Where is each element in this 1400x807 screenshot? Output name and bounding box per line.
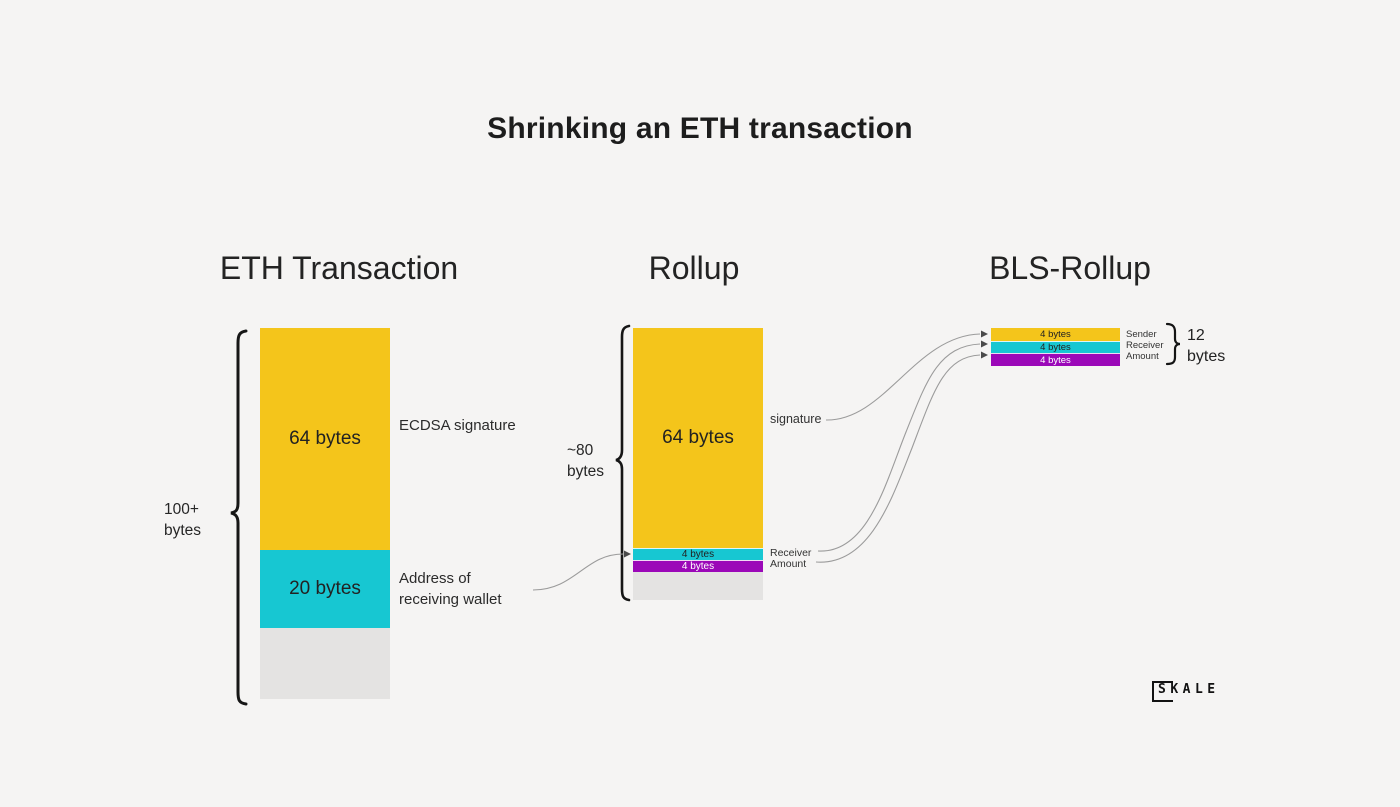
- rollup-amount-label: Amount: [770, 558, 807, 570]
- curve-receiver-to-bls: [817, 343, 981, 552]
- rollup-receiver-label: Receiver: [770, 547, 812, 559]
- eth-transaction-bar: 64 bytes 20 bytes: [260, 328, 390, 699]
- chart-title: Shrinking an ETH transaction: [487, 112, 913, 145]
- column-heading-eth-transaction: ETH Transaction: [219, 250, 459, 286]
- rollup-total-line1: ~80: [567, 442, 594, 459]
- rollup-other-segment: [633, 572, 763, 600]
- eth-total-line1: 100+: [164, 501, 199, 518]
- rollup-bracket-icon: [615, 324, 631, 602]
- rollup-receiver-segment: 4 bytes: [633, 548, 763, 560]
- eth-address-label: Address of receiving wallet: [399, 570, 502, 608]
- arrow-bls-receiver-icon: [981, 340, 988, 348]
- arrow-bls-sender-icon: [981, 330, 988, 338]
- bls-receiver-label: Receiver: [1126, 340, 1164, 351]
- eth-signature-segment: 64 bytes: [260, 328, 390, 550]
- bls-amount-segment: 4 bytes: [991, 353, 1120, 366]
- skale-logo-text: SKALE: [1158, 682, 1220, 697]
- eth-bracket-icon: [230, 329, 248, 706]
- column-heading-rollup: Rollup: [648, 250, 740, 286]
- bls-brace-icon: [1165, 322, 1181, 366]
- bls-total-line2: bytes: [1187, 348, 1226, 365]
- bls-rollup-bar: 4 bytes 4 bytes 4 bytes: [991, 328, 1120, 366]
- bls-total-bytes-label: 12 bytes: [1187, 325, 1225, 367]
- skale-bracket-icon: [1152, 681, 1173, 702]
- eth-total-line2: bytes: [164, 522, 202, 539]
- rollup-signature-label: signature: [770, 412, 822, 426]
- bls-amount-label: Amount: [1126, 351, 1159, 362]
- arrow-rollup-receiver-icon: [624, 550, 631, 558]
- eth-address-segment: 20 bytes: [260, 550, 390, 628]
- curve-signature-to-bls: [825, 333, 981, 421]
- rollup-total-bytes-label: ~80 bytes: [567, 440, 604, 482]
- bls-receiver-segment: 4 bytes: [991, 341, 1120, 353]
- rollup-signature-segment: 64 bytes: [633, 328, 763, 548]
- eth-total-bytes-label: 100+ bytes: [164, 499, 201, 541]
- curve-amount-to-bls: [815, 354, 981, 563]
- arrow-bls-amount-icon: [981, 351, 988, 359]
- eth-other-segment: [260, 628, 390, 699]
- column-heading-bls-rollup: BLS-Rollup: [989, 250, 1151, 286]
- rollup-bar: 64 bytes 4 bytes 4 bytes: [633, 328, 763, 600]
- rollup-amount-segment: 4 bytes: [633, 560, 763, 572]
- rollup-total-line2: bytes: [567, 463, 605, 480]
- bls-total-line1: 12: [1187, 327, 1205, 344]
- eth-ecdsa-signature-label: ECDSA signature: [399, 417, 516, 434]
- bls-sender-segment: 4 bytes: [991, 328, 1120, 341]
- curve-address-to-rollup: [532, 553, 624, 591]
- bls-sender-label: Sender: [1126, 329, 1157, 340]
